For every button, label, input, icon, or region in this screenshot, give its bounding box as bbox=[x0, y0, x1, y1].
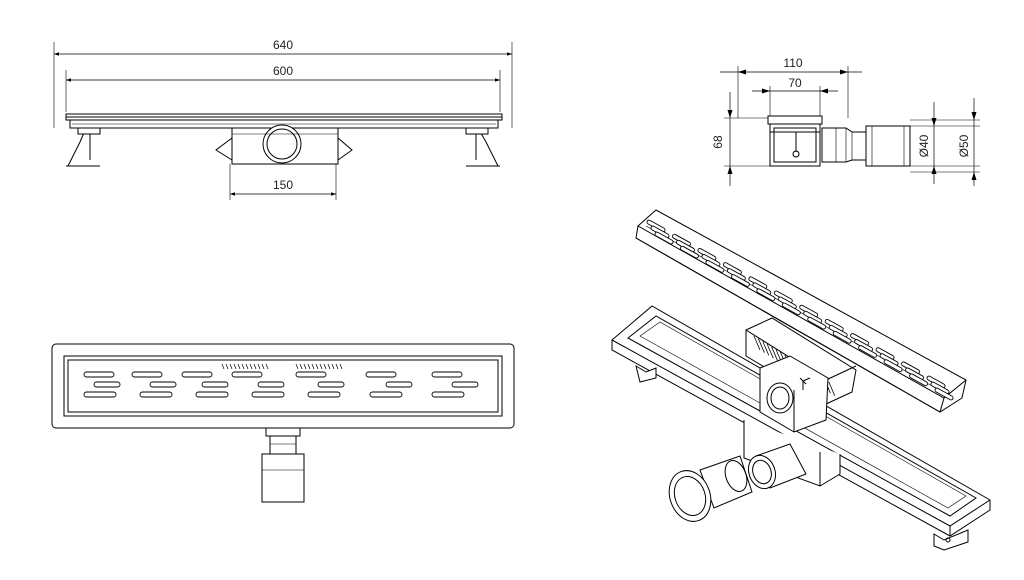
cover-slot bbox=[201, 381, 229, 388]
cover-slot bbox=[231, 371, 263, 378]
grate-slot bbox=[654, 231, 674, 245]
cover-slot bbox=[369, 391, 403, 398]
trap-fin bbox=[762, 341, 770, 356]
grate-slot bbox=[680, 245, 699, 259]
grate-slot bbox=[934, 387, 954, 401]
cover-slot bbox=[251, 391, 285, 398]
trap-fin bbox=[753, 335, 761, 351]
cover-slot bbox=[257, 381, 285, 388]
cover-hatch bbox=[233, 363, 237, 370]
dim-channel-length: 600 bbox=[273, 64, 293, 78]
cover-slot bbox=[431, 371, 463, 378]
cover-hatch bbox=[319, 363, 323, 370]
cover-hatch bbox=[253, 363, 257, 370]
cover-hatch bbox=[225, 363, 229, 370]
cover-slot bbox=[365, 371, 397, 378]
grate-slot bbox=[858, 345, 878, 358]
dim-channel-width: 70 bbox=[788, 76, 802, 90]
front-view: 640 600 150 bbox=[53, 38, 513, 200]
grate-slot bbox=[781, 302, 801, 316]
cover-hatch bbox=[311, 363, 315, 370]
cover-slot bbox=[181, 371, 213, 378]
drain-cover-slots bbox=[83, 363, 479, 398]
isometric-odour-trap bbox=[745, 317, 857, 433]
cover-hatch bbox=[221, 363, 225, 370]
grate-slot bbox=[883, 359, 903, 372]
dim-outlet-inner-diameter: Ø40 bbox=[917, 134, 931, 157]
cover-hatch bbox=[249, 363, 253, 370]
isometric-cover-grate bbox=[635, 209, 967, 413]
cover-hatch bbox=[237, 363, 241, 370]
cover-hatch bbox=[257, 363, 261, 370]
trap-fin bbox=[766, 343, 774, 359]
dim-total-length: 640 bbox=[273, 38, 293, 52]
cover-slot bbox=[195, 391, 229, 398]
cover-slot bbox=[83, 371, 115, 378]
trap-fin bbox=[771, 346, 778, 361]
cover-hatch bbox=[295, 363, 299, 370]
isometric-grate-slots bbox=[646, 219, 954, 401]
grate-slot bbox=[909, 373, 928, 387]
cover-hatch bbox=[241, 363, 245, 370]
cover-slot bbox=[307, 391, 341, 398]
cover-slot bbox=[451, 381, 479, 388]
cover-slot bbox=[93, 381, 121, 388]
grate-slot bbox=[705, 260, 725, 273]
cover-hatch bbox=[307, 363, 311, 370]
dim-height: 68 bbox=[711, 135, 725, 149]
cover-hatch bbox=[303, 363, 307, 370]
trap-fin bbox=[828, 381, 836, 397]
top-view bbox=[51, 343, 515, 503]
cover-hatch bbox=[229, 363, 233, 370]
cover-hatch bbox=[299, 363, 303, 370]
cover-slot bbox=[131, 371, 163, 378]
grate-slot bbox=[756, 288, 776, 302]
cover-hatch bbox=[339, 363, 343, 370]
grate-slot bbox=[832, 330, 852, 344]
dim-outer-width: 110 bbox=[783, 56, 802, 70]
dim-outlet-width: 150 bbox=[273, 178, 293, 192]
cover-hatch bbox=[245, 363, 249, 370]
cover-slot bbox=[149, 381, 177, 388]
trap-fin bbox=[758, 338, 765, 353]
dim-outlet-outer-diameter: Ø50 bbox=[957, 134, 971, 157]
cover-slot bbox=[83, 391, 117, 398]
grate-slot bbox=[730, 274, 750, 287]
cover-hatch bbox=[315, 363, 319, 370]
cover-slot bbox=[317, 381, 345, 388]
cover-slot bbox=[139, 391, 173, 398]
cover-hatch bbox=[327, 363, 331, 370]
cover-hatch bbox=[331, 363, 335, 370]
side-view: 110 70 68 Ø40 bbox=[711, 56, 980, 186]
isometric-outlet-pipes bbox=[668, 443, 807, 522]
grate-slot bbox=[807, 316, 827, 330]
isometric-view bbox=[611, 209, 991, 551]
cover-slot bbox=[385, 381, 413, 388]
cover-hatch bbox=[261, 363, 265, 370]
cover-hatch bbox=[265, 363, 269, 370]
cover-hatch bbox=[323, 363, 327, 370]
cover-hatch bbox=[335, 363, 339, 370]
cover-slot bbox=[431, 391, 465, 398]
cover-slot bbox=[295, 371, 327, 378]
